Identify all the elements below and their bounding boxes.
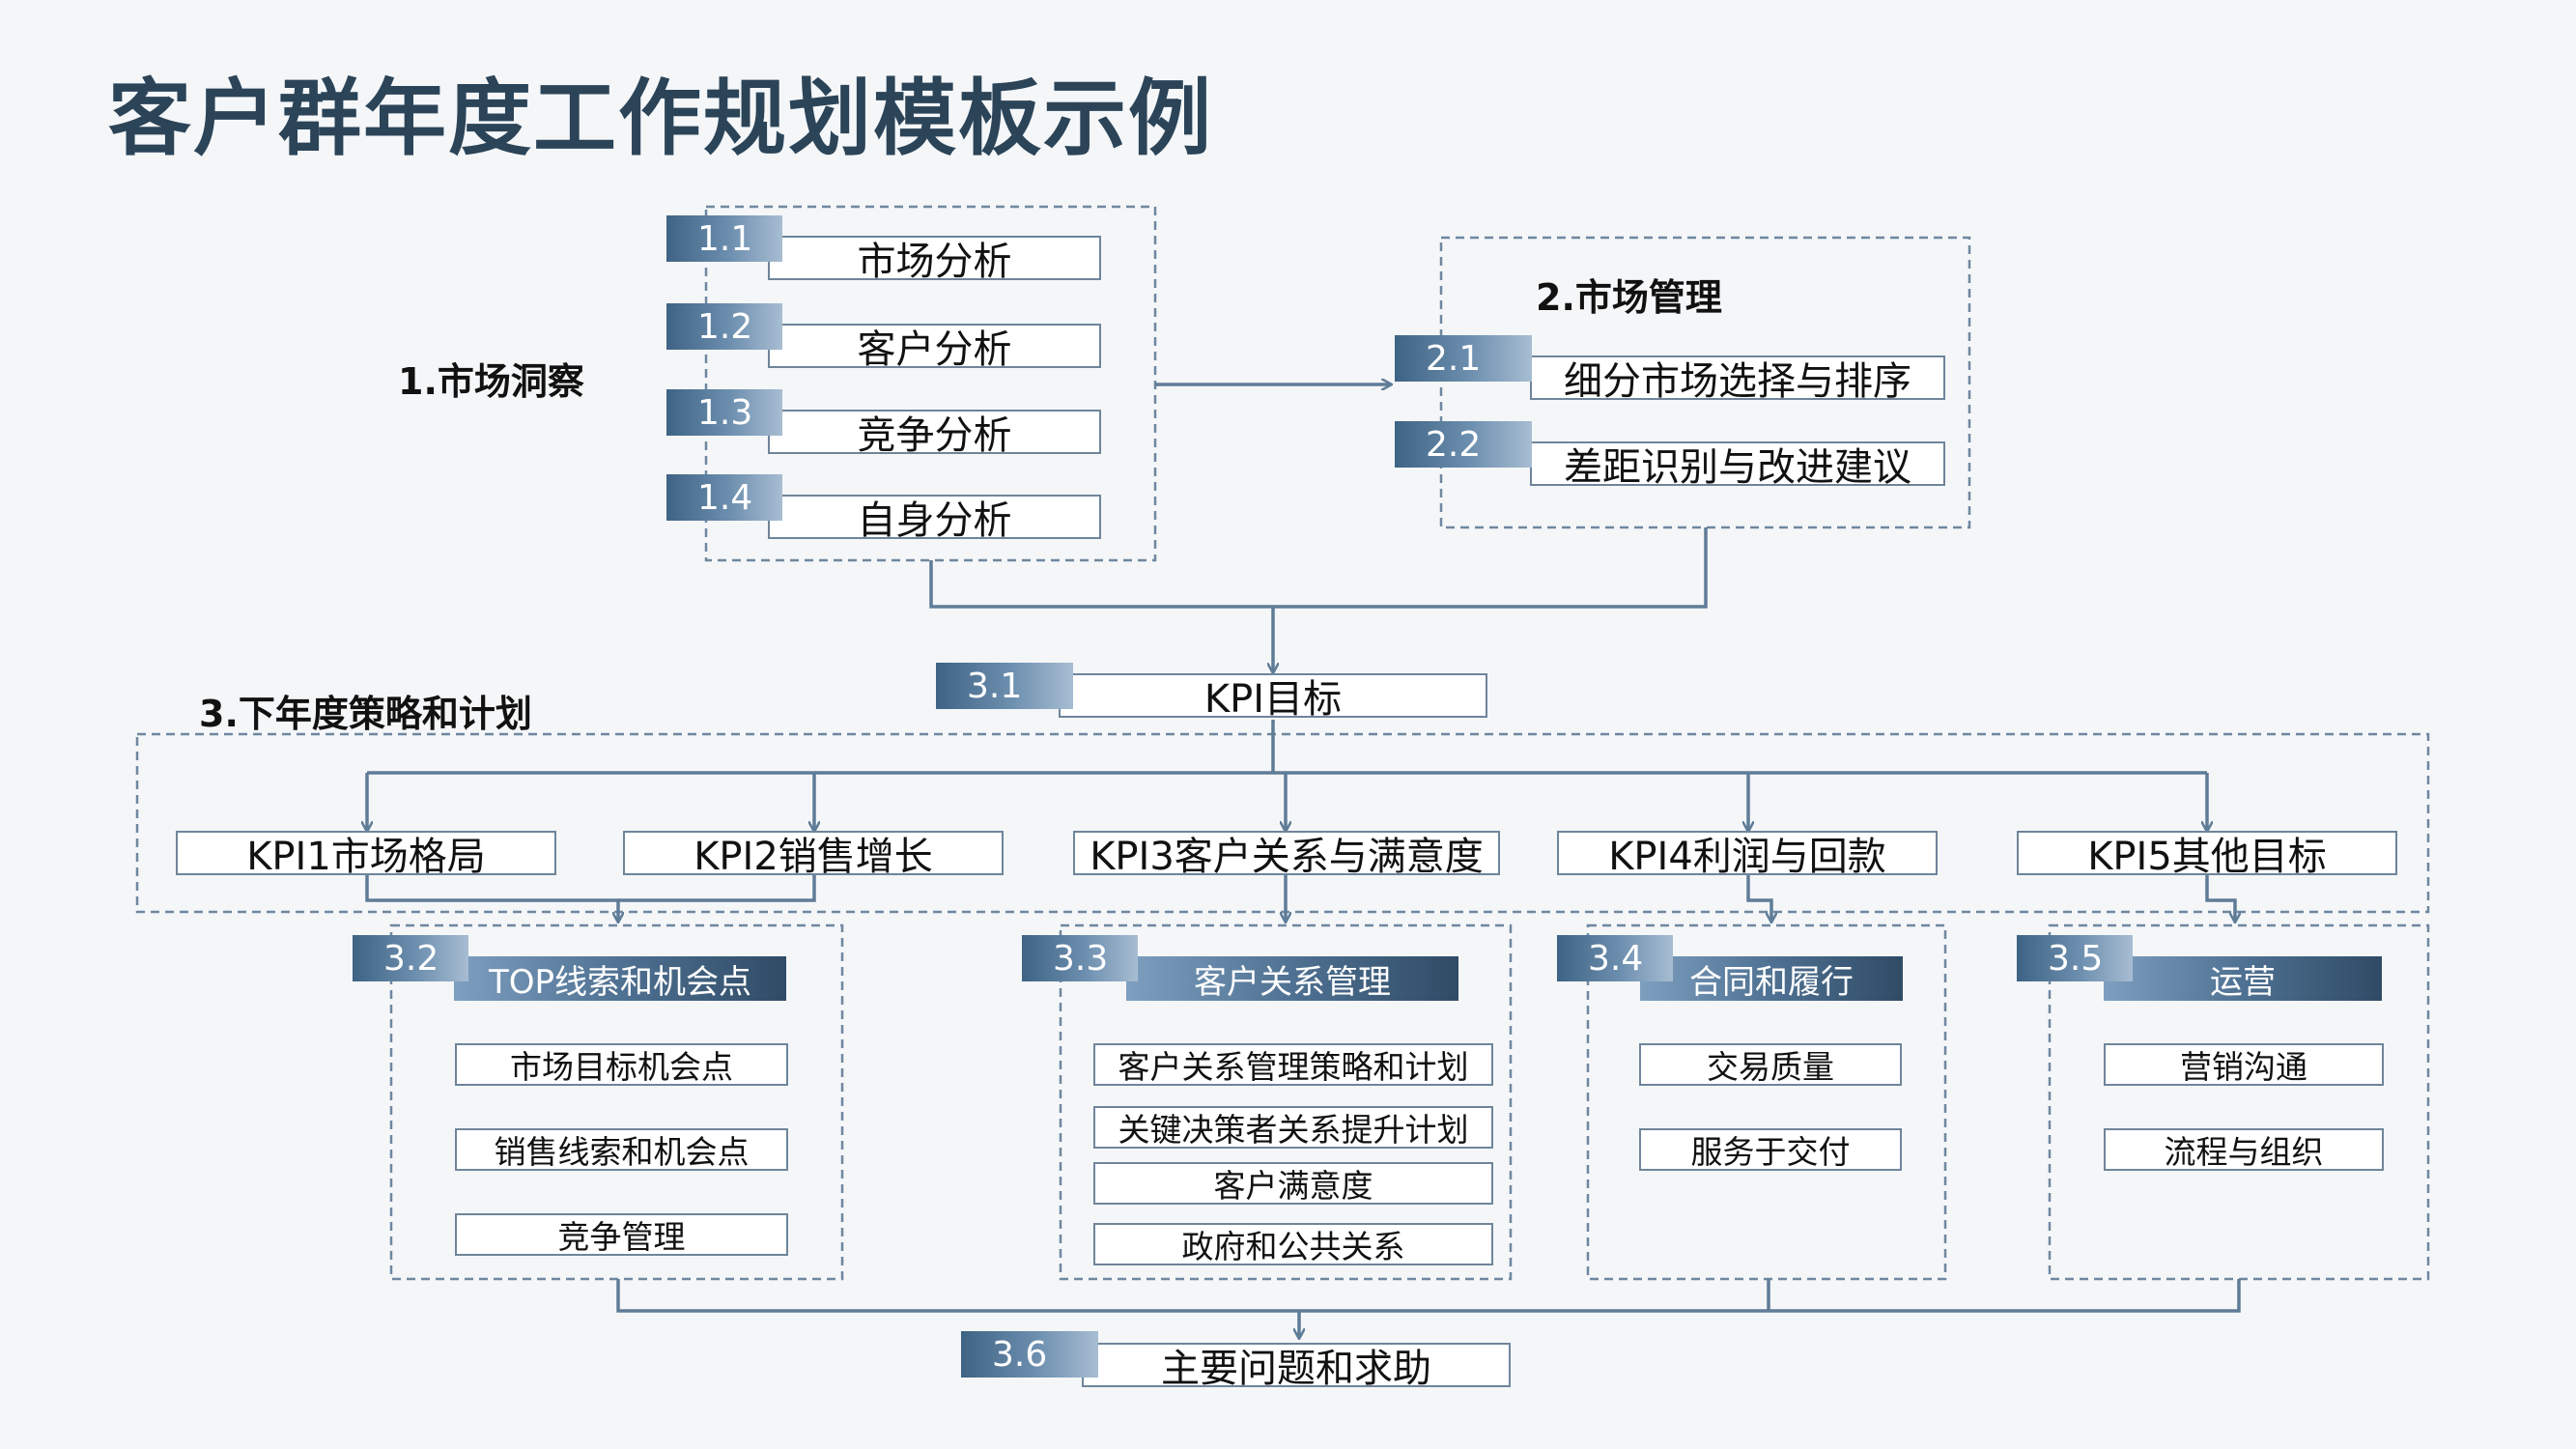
group-item-label: 竞争管理 xyxy=(557,1218,686,1256)
section3-kpi-frame xyxy=(135,732,2430,914)
group-item-label: 流程与组织 xyxy=(2164,1133,2324,1171)
section3-label: 3.下年度策略和计划 xyxy=(199,693,532,735)
step-badge-3-1: 3.1 xyxy=(936,663,1073,709)
step-badge-3-3: 3.3 xyxy=(1022,935,1138,981)
kpi-box-label: KPI5其他目标 xyxy=(2087,835,2327,879)
step-badge-3-5: 3.5 xyxy=(2017,935,2133,981)
step-badge-2-2: 2.2 xyxy=(1395,421,1532,468)
group-item[interactable]: 交易质量 xyxy=(1639,1043,1902,1086)
issues-label: 主要问题和求助 xyxy=(1161,1347,1431,1391)
analysis-box-label: 竞争分析 xyxy=(857,413,1012,458)
group-item[interactable]: 服务于交付 xyxy=(1639,1128,1902,1171)
section2-label: 2.市场管理 xyxy=(1536,276,1722,319)
analysis-box-customer[interactable]: 客户分析 xyxy=(768,324,1101,372)
kpi-box-3[interactable]: KPI3客户关系与满意度 xyxy=(1073,831,1500,879)
group-item-label: 销售线索和机会点 xyxy=(494,1133,750,1171)
kpi-box-label: KPI4利润与回款 xyxy=(1608,835,1886,879)
kpi-box-label: KPI1市场格局 xyxy=(246,835,486,879)
group-item[interactable]: 关键决策者关系提升计划 xyxy=(1093,1106,1493,1149)
step-badge-1-3: 1.3 xyxy=(666,389,782,436)
section2-frame xyxy=(1439,236,1971,529)
market-box-segment[interactable]: 细分市场选择与排序 xyxy=(1530,355,1945,404)
step-badge-3-6: 3.6 xyxy=(961,1331,1098,1378)
group-item[interactable]: 客户关系管理策略和计划 xyxy=(1093,1043,1493,1086)
kpi-box-label: KPI3客户关系与满意度 xyxy=(1090,835,1484,879)
group-item-label: 交易质量 xyxy=(1707,1048,1834,1086)
kpi-box-1[interactable]: KPI1市场格局 xyxy=(176,831,556,879)
analysis-box-label: 自身分析 xyxy=(857,498,1012,543)
group-3-3-frame xyxy=(1059,923,1513,1281)
group-item[interactable]: 市场目标机会点 xyxy=(455,1043,788,1086)
group-3-4-frame xyxy=(1586,923,1947,1281)
group-item[interactable]: 营销沟通 xyxy=(2104,1043,2384,1086)
kpi-target-box[interactable]: KPI目标 xyxy=(1059,673,1487,722)
analysis-box-label: 市场分析 xyxy=(857,240,1012,284)
kpi-box-2[interactable]: KPI2销售增长 xyxy=(623,831,1004,879)
group-header-3-4: 合同和履行 xyxy=(1640,956,1903,1002)
step-badge-2-1: 2.1 xyxy=(1395,335,1532,382)
group-header-3-2: TOP线索和机会点 xyxy=(454,956,786,1002)
analysis-box-self[interactable]: 自身分析 xyxy=(768,495,1101,543)
group-item[interactable]: 政府和公共关系 xyxy=(1093,1223,1493,1265)
analysis-box-market[interactable]: 市场分析 xyxy=(768,236,1101,284)
market-box-label: 细分市场选择与排序 xyxy=(1564,359,1911,404)
group-item-label: 关键决策者关系提升计划 xyxy=(1118,1111,1469,1149)
group-item-label: 政府和公共关系 xyxy=(1181,1228,1405,1265)
group-item[interactable]: 流程与组织 xyxy=(2104,1128,2384,1171)
group-item-label: 服务于交付 xyxy=(1690,1133,1851,1171)
analysis-box-label: 客户分析 xyxy=(857,327,1012,372)
group-item[interactable]: 竞争管理 xyxy=(455,1213,788,1256)
group-header-3-5: 运营 xyxy=(2104,956,2382,1002)
group-header-3-3: 客户关系管理 xyxy=(1126,956,1458,1002)
group-item[interactable]: 客户满意度 xyxy=(1093,1162,1493,1205)
page-title: 客户群年度工作规划模板示例 xyxy=(108,71,1213,167)
market-box-gap[interactable]: 差距识别与改进建议 xyxy=(1530,441,1945,490)
market-box-label: 差距识别与改进建议 xyxy=(1564,445,1911,490)
kpi-target-label: KPI目标 xyxy=(1203,677,1343,722)
kpi-box-label: KPI2销售增长 xyxy=(694,835,933,879)
group-item[interactable]: 销售线索和机会点 xyxy=(455,1128,788,1171)
kpi-box-4[interactable]: KPI4利润与回款 xyxy=(1557,831,1938,879)
group-item-label: 客户满意度 xyxy=(1213,1167,1373,1205)
issues-box[interactable]: 主要问题和求助 xyxy=(1082,1343,1511,1391)
step-badge-1-1: 1.1 xyxy=(666,215,782,262)
group-item-label: 客户关系管理策略和计划 xyxy=(1118,1048,1469,1086)
section1-label: 1.市场洞察 xyxy=(398,360,584,403)
step-badge-1-4: 1.4 xyxy=(666,474,782,521)
group-item-label: 营销沟通 xyxy=(2180,1048,2307,1086)
analysis-box-competition[interactable]: 竞争分析 xyxy=(768,410,1101,458)
step-badge-1-2: 1.2 xyxy=(666,303,782,350)
step-badge-3-2: 3.2 xyxy=(353,935,468,981)
group-item-label: 市场目标机会点 xyxy=(510,1048,733,1086)
step-badge-3-4: 3.4 xyxy=(1557,935,1673,981)
kpi-box-5[interactable]: KPI5其他目标 xyxy=(2017,831,2397,879)
